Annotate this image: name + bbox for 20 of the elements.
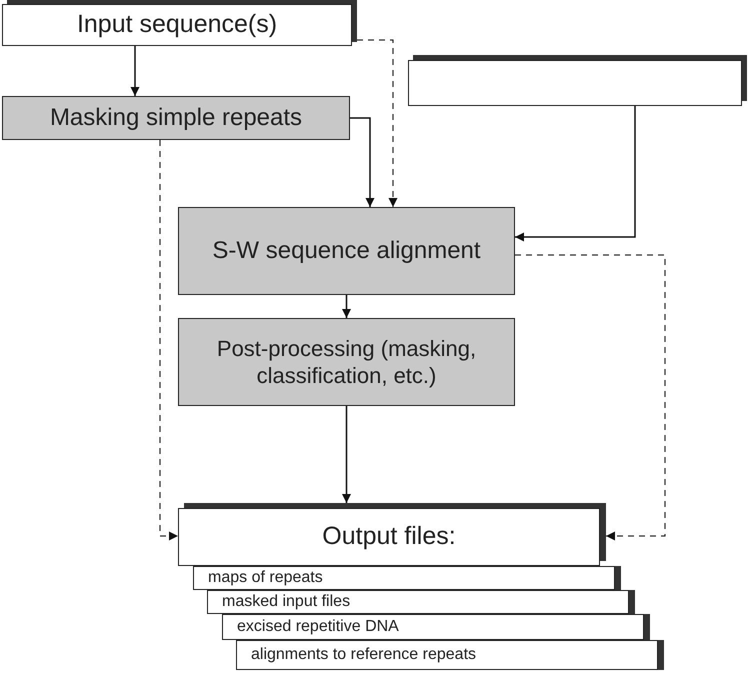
node-label: masked input files <box>221 592 352 612</box>
process-box <box>178 207 515 295</box>
process-box <box>178 318 515 406</box>
node-label: Output files: <box>321 521 457 552</box>
arrow <box>350 117 374 207</box>
arrow <box>356 40 398 208</box>
arrow <box>342 406 351 503</box>
process-box <box>2 96 350 140</box>
arrow <box>130 46 140 96</box>
node-label: alignments to reference repeats <box>250 645 478 665</box>
node-label: Masking simple repeats <box>48 103 304 133</box>
arrow <box>160 140 178 540</box>
node-label: maps of repeats <box>207 568 324 588</box>
arrow <box>515 106 636 242</box>
node-label: Post-processing (masking, classification, etc.) <box>216 334 478 390</box>
arrow <box>342 295 351 318</box>
node-label: S-W sequence alignment <box>211 236 482 266</box>
arrow <box>514 254 666 540</box>
node-label: excised repetitive DNA <box>236 617 400 637</box>
node-label: Input sequence(s) <box>76 9 278 40</box>
